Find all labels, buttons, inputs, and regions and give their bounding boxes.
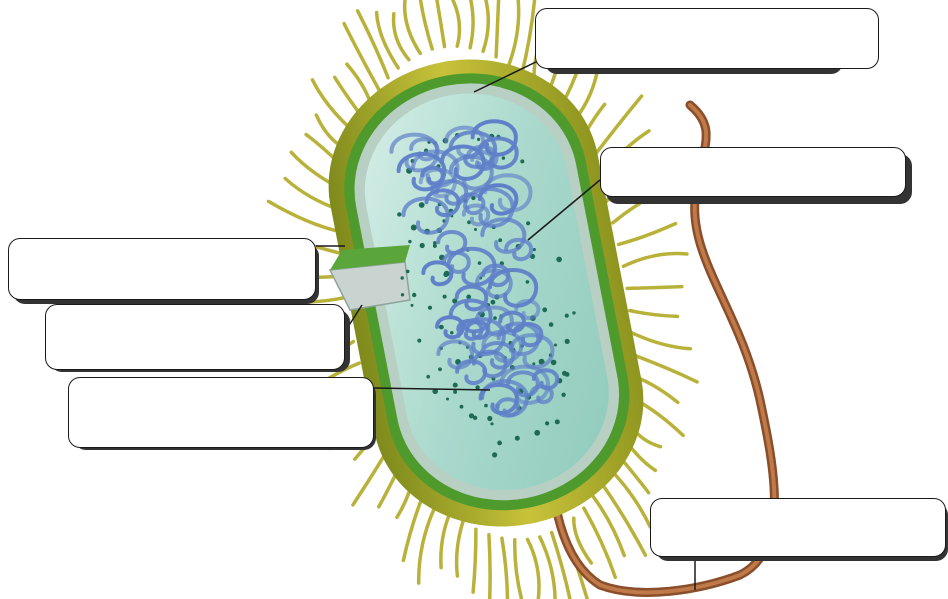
ribosome-dot <box>453 383 458 388</box>
pilus-strand <box>419 0 433 49</box>
pilus-strand <box>609 468 650 527</box>
ribosome-dot <box>450 331 453 334</box>
pilus-strand <box>619 224 676 245</box>
pilus-strand <box>623 254 687 267</box>
ribosome-dot <box>542 307 547 312</box>
ribosome-dot <box>397 212 401 216</box>
ribosome-dot <box>502 156 505 159</box>
ribosome-dot <box>417 339 421 343</box>
ribosome-dot <box>492 452 497 457</box>
ribosome-dot <box>565 339 570 344</box>
label-box-top[interactable] <box>535 8 879 69</box>
ribosome-dot <box>421 204 424 207</box>
label-box-left-3[interactable] <box>68 377 374 448</box>
ribosome-dot <box>406 270 410 274</box>
ribosome-dot <box>453 390 457 394</box>
ribosome-dot <box>439 325 444 330</box>
ribosome-dot <box>408 240 411 243</box>
ribosome-dot <box>420 243 425 248</box>
pilus-strand <box>473 529 476 592</box>
pilus-strand <box>593 496 624 555</box>
label-box-upper-right[interactable] <box>600 147 906 197</box>
pilus-strand <box>528 539 540 599</box>
ribosome-dot <box>497 441 502 446</box>
ribosome-dot <box>545 421 549 425</box>
ribosome-dot <box>474 228 477 231</box>
ribosome-dot <box>433 244 437 248</box>
pilus-strand <box>466 0 473 48</box>
pilus-strand <box>509 0 519 64</box>
ribosome-dot <box>444 271 450 277</box>
ribosome-dot <box>565 314 569 318</box>
ribosome-dot <box>498 238 502 242</box>
ribosome-dot <box>484 404 488 408</box>
label-box-left-2[interactable] <box>45 304 345 370</box>
pilus-strand <box>441 513 450 568</box>
ribosome-dot <box>426 375 430 379</box>
pilus-strand <box>540 537 555 599</box>
ribosome-dot <box>411 304 414 307</box>
ribosome-dot <box>534 430 540 436</box>
ribosome-dot <box>401 276 404 279</box>
ribosome-dot <box>554 344 557 347</box>
pilus-strand <box>431 0 445 47</box>
pilus-strand <box>419 502 438 584</box>
ribosome-dot <box>412 293 416 297</box>
pilus-strand <box>496 0 499 57</box>
pilus-strand <box>627 287 682 289</box>
ribosome-dot <box>556 257 562 263</box>
pilus-strand <box>482 0 488 51</box>
ribosome-dot <box>555 419 560 424</box>
pilus-strand <box>457 522 463 576</box>
ribosome-dot <box>520 159 524 163</box>
ribosome-dot <box>526 221 530 225</box>
pilus-strand <box>405 0 421 53</box>
ribosome-dot <box>477 138 480 141</box>
ribosome-dot <box>469 413 474 418</box>
pilus-strand <box>489 535 490 599</box>
ribosome-dot <box>549 322 554 327</box>
pilus-strand <box>630 311 678 317</box>
ribosome-dot <box>487 416 492 421</box>
ribosome-dot <box>460 405 464 409</box>
ribosome-dot <box>443 295 447 299</box>
ribosome-dot <box>561 393 565 397</box>
pilus-strand <box>631 333 690 349</box>
label-box-left-1[interactable] <box>8 238 316 300</box>
ribosome-dot <box>526 280 530 284</box>
label-box-lower-right[interactable] <box>650 498 946 557</box>
pilus-strand <box>584 508 615 577</box>
ribosome-dot <box>490 422 493 425</box>
ribosome-dot <box>428 306 432 310</box>
ribosome-dot <box>491 300 496 305</box>
pilus-strand <box>515 540 522 599</box>
pilus-strand <box>451 0 459 46</box>
ribosome-dot <box>401 293 404 296</box>
ribosome-dot <box>532 362 535 365</box>
ribosome-dot <box>478 261 482 265</box>
ribosome-dot <box>446 398 449 401</box>
pilus-strand <box>344 24 379 90</box>
ribosome-dot <box>493 316 497 320</box>
ribosome-dot <box>438 367 442 371</box>
ribosome-dot <box>562 371 567 376</box>
ribosome-dot <box>515 436 520 441</box>
ribosome-dot <box>572 311 575 314</box>
ribosome-dot <box>533 248 536 251</box>
pilus-strand <box>502 538 508 599</box>
